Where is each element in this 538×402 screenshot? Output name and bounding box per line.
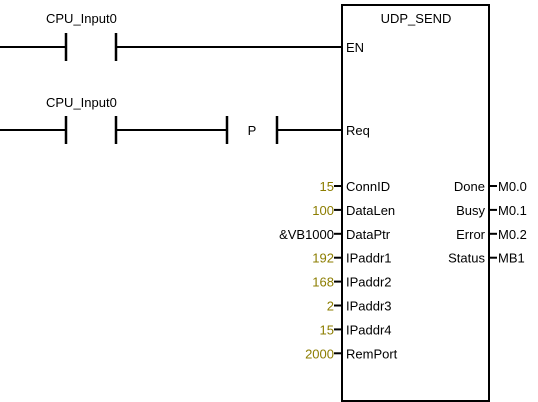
input-pin-datalen: 100 DataLen bbox=[312, 203, 395, 218]
output-value-busy[interactable]: M0.1 bbox=[498, 203, 527, 218]
input-pin-dataptr: &VB1000 DataPtr bbox=[279, 227, 391, 242]
output-pin-status: Status MB1 bbox=[448, 251, 525, 266]
input-label-ipaddr3: IPaddr3 bbox=[346, 299, 392, 314]
output-value-done[interactable]: M0.0 bbox=[498, 179, 527, 194]
output-label-error: Error bbox=[456, 227, 486, 242]
block-title: UDP_SEND bbox=[381, 11, 452, 26]
rung-en: CPU_Input0 bbox=[0, 11, 342, 61]
input-label-remport: RemPort bbox=[346, 346, 398, 361]
input-pin-remport: 2000 RemPort bbox=[305, 346, 398, 361]
input-pin-ipaddr2: 168 IPaddr2 bbox=[312, 275, 391, 290]
input-pin-ipaddr3: 2 IPaddr3 bbox=[327, 299, 392, 314]
input-pin-ipaddr4: 15 IPaddr4 bbox=[320, 322, 392, 337]
output-label-busy: Busy bbox=[456, 203, 485, 218]
input-value-ipaddr1[interactable]: 192 bbox=[312, 251, 334, 266]
input-pin-connid: 15 ConnID bbox=[320, 179, 391, 194]
input-label-ipaddr2: IPaddr2 bbox=[346, 275, 392, 290]
pin-en-label: EN bbox=[346, 40, 364, 55]
input-pin-ipaddr1: 192 IPaddr1 bbox=[312, 251, 391, 266]
input-label-dataptr: DataPtr bbox=[346, 227, 391, 242]
input-label-ipaddr1: IPaddr1 bbox=[346, 251, 392, 266]
input-value-ipaddr3[interactable]: 2 bbox=[327, 299, 334, 314]
output-value-status[interactable]: MB1 bbox=[498, 251, 525, 266]
input-value-ipaddr4[interactable]: 15 bbox=[320, 322, 334, 337]
input-value-ipaddr2[interactable]: 168 bbox=[312, 275, 334, 290]
output-pin-error: Error M0.2 bbox=[456, 227, 527, 242]
input-value-datalen[interactable]: 100 bbox=[312, 203, 334, 218]
output-pin-busy: Busy M0.1 bbox=[456, 203, 527, 218]
block-frame bbox=[341, 4, 490, 402]
input-value-dataptr[interactable]: &VB1000 bbox=[279, 227, 334, 242]
input-label-datalen: DataLen bbox=[346, 203, 395, 218]
input-label-connid: ConnID bbox=[346, 179, 390, 194]
input-value-remport[interactable]: 2000 bbox=[305, 346, 334, 361]
rung-req: CPU_Input0 P bbox=[0, 95, 342, 144]
contact1-label: CPU_Input0 bbox=[46, 11, 117, 26]
output-pin-done: Done M0.0 bbox=[454, 179, 527, 194]
output-label-done: Done bbox=[454, 179, 485, 194]
contact2-label: CPU_Input0 bbox=[46, 95, 117, 110]
output-label-status: Status bbox=[448, 251, 485, 266]
input-label-ipaddr4: IPaddr4 bbox=[346, 322, 392, 337]
p-contact-label: P bbox=[248, 123, 257, 138]
input-value-connid[interactable]: 15 bbox=[320, 179, 334, 194]
udp-send-block[interactable]: UDP_SEND EN Req bbox=[341, 4, 490, 402]
output-value-error[interactable]: M0.2 bbox=[498, 227, 527, 242]
pin-req-label: Req bbox=[346, 123, 370, 138]
